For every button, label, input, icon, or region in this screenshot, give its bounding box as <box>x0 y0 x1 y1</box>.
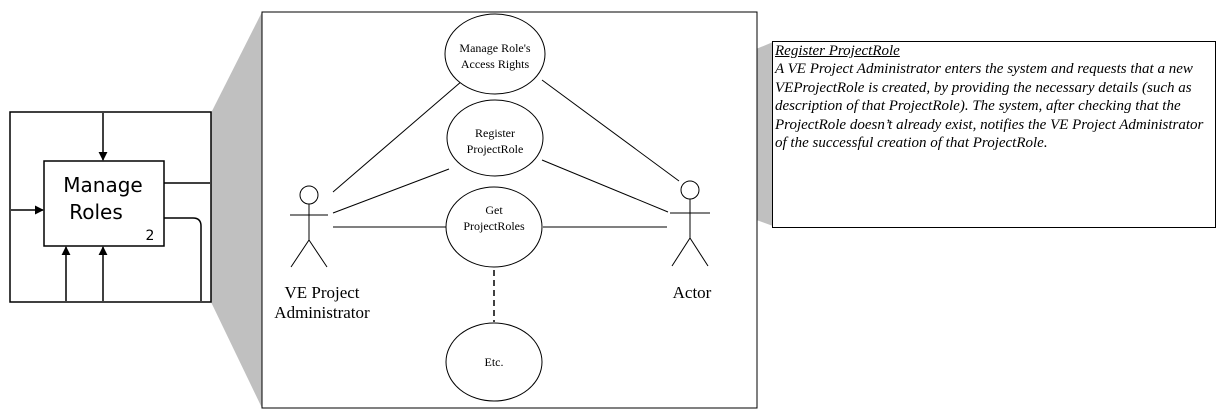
stick-figure-icon <box>670 180 710 267</box>
association-admin-register <box>332 168 450 214</box>
association-actor-register <box>541 159 669 213</box>
use-case-register-projectrole[interactable]: Register ProjectRole <box>446 99 544 177</box>
manage-roles-label-line2: Roles <box>69 200 123 224</box>
note-title: Register ProjectRole <box>775 43 900 59</box>
use-case-etc[interactable]: Etc. <box>445 322 543 402</box>
manage-roles-activity-box[interactable] <box>43 160 165 247</box>
use-case-ellipse <box>446 99 544 177</box>
use-case-ellipse <box>444 13 546 95</box>
manage-roles-label-line1: Manage <box>63 173 142 197</box>
idef0-diagram: Manage Roles 2 <box>9 111 212 303</box>
use-case-get-projectroles[interactable]: Get ProjectRoles <box>445 186 543 268</box>
output-curve-line <box>164 217 202 301</box>
association-actor-manage-rights <box>541 79 680 182</box>
actor-label-line2: Administrator <box>274 303 370 322</box>
use-case-ellipse <box>445 322 543 402</box>
stick-figure-icon <box>290 185 328 268</box>
use-case-label-line2: ProjectRoles <box>463 219 525 233</box>
note-body: A VE Project Administrator enters the sy… <box>775 61 1204 152</box>
actor-generic[interactable]: Actor <box>670 180 712 302</box>
actor-ve-project-administrator[interactable]: VE Project Administrator <box>274 185 370 322</box>
zoom-projection-left <box>211 12 262 408</box>
use-case-ellipse <box>445 186 543 268</box>
use-case-label-line1: Register <box>475 126 515 140</box>
activity-number: 2 <box>146 228 155 244</box>
use-case-label-line1: Get <box>485 203 503 217</box>
use-case-label-line1: Manage Role's <box>459 41 530 55</box>
association-admin-manage-rights <box>332 80 463 193</box>
use-case-description-note: Register ProjectRole A VE Project Admini… <box>772 41 1216 228</box>
use-case-label-line2: Access Rights <box>461 57 530 71</box>
actor-label: Actor <box>673 283 712 302</box>
use-case-manage-access-rights[interactable]: Manage Role's Access Rights <box>444 13 546 95</box>
use-case-label-line2: ProjectRole <box>467 142 524 156</box>
actor-label-line1: VE Project <box>284 283 359 302</box>
use-case-label: Etc. <box>485 355 504 369</box>
